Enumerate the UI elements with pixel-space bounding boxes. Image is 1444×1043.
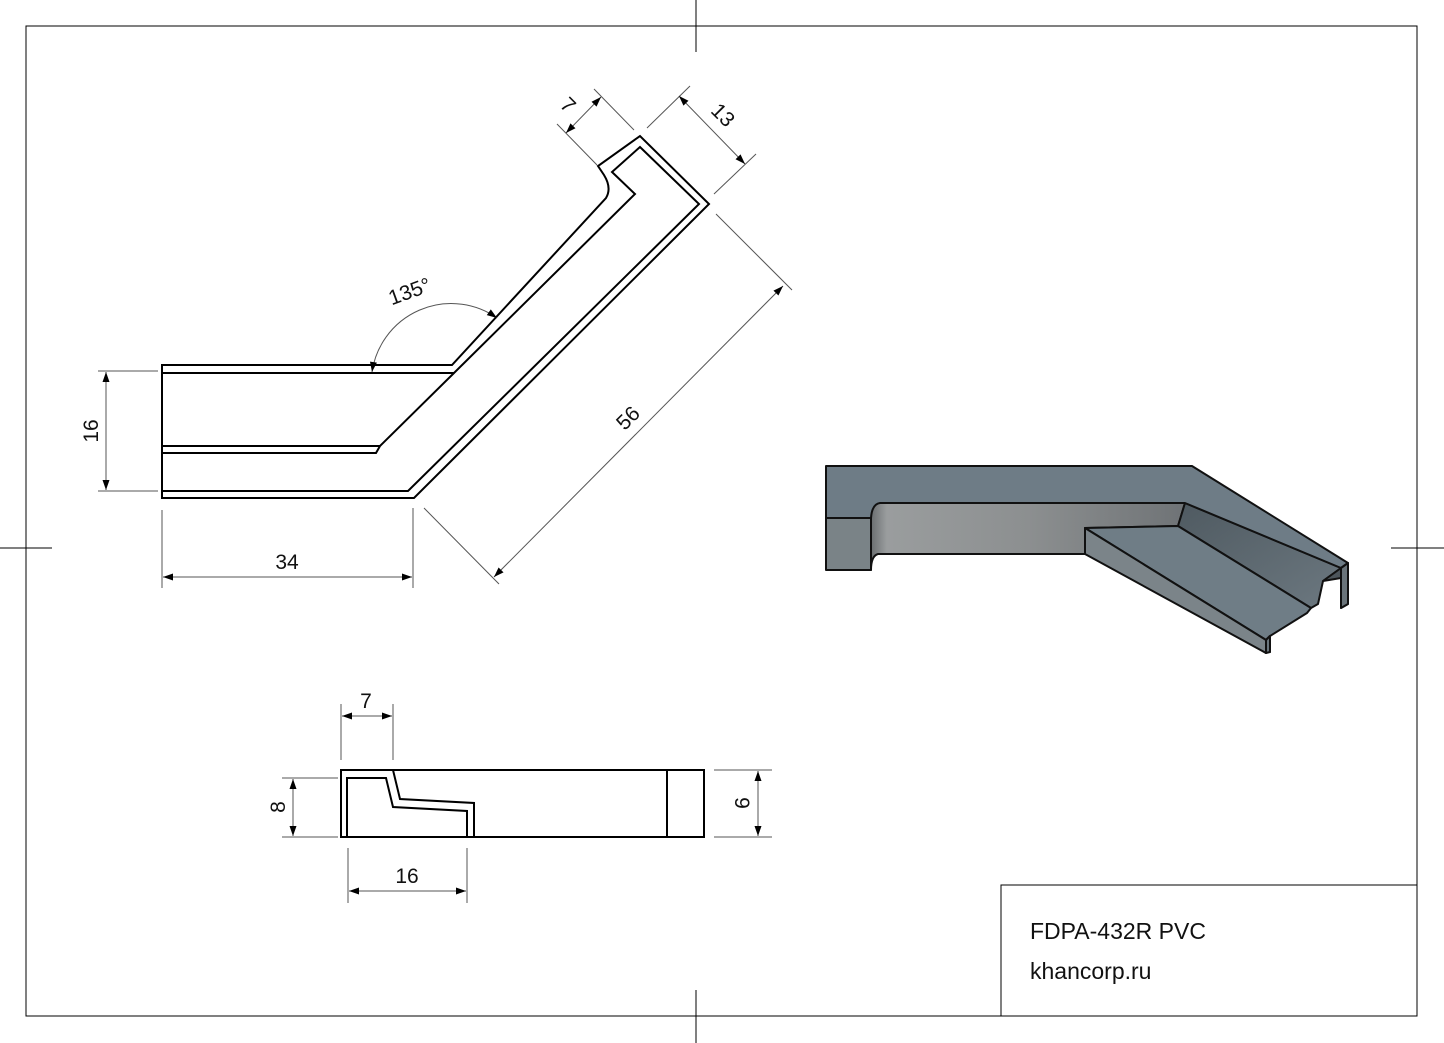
top-view-inner-contour: [162, 145, 701, 492]
side-dimension-inner-height-label: 8: [267, 801, 290, 813]
side-dimension-inner-height: 8: [267, 777, 338, 838]
dimension-height-label: 16: [80, 419, 103, 442]
side-dimension-channel-width-label: 16: [395, 865, 418, 888]
top-view-outer-contour: [161, 134, 711, 499]
side-dimension-lip-width-label: 7: [360, 690, 372, 713]
side-dimension-channel-width: 16: [347, 848, 468, 903]
side-dimension-total-height-label: 9: [730, 797, 753, 809]
dimension-end-width-label: 13: [706, 99, 739, 132]
dimension-lip-width-label: 7: [555, 93, 580, 118]
isometric-3d-model: [825, 465, 1349, 654]
dimension-straight-length-label: 34: [275, 551, 299, 574]
part-name: FDPA-432R PVC: [1030, 918, 1206, 944]
side-view-inner-profile: [346, 777, 468, 837]
model-right-end: [1340, 562, 1349, 609]
title-block: FDPA-432R PVC khancorp.ru: [1000, 884, 1418, 1017]
side-view: [340, 769, 705, 838]
dimension-lip-width: 7: [555, 88, 635, 166]
dimension-angled-length: 56: [423, 213, 793, 585]
side-view-outer-profile: [392, 769, 475, 837]
dimension-straight-length: 34: [161, 508, 414, 588]
side-view-outline: [340, 769, 705, 838]
dimension-end-width: 13: [646, 85, 757, 195]
top-view-rib: [162, 372, 455, 454]
dimension-angle: 135°: [369, 274, 498, 373]
dimension-angle-label: 135°: [385, 274, 434, 310]
side-dimension-total-height: 9: [714, 769, 772, 838]
model-end-face: [825, 517, 872, 571]
company-website: khancorp.ru: [1030, 958, 1151, 984]
sheet-border: [25, 25, 1418, 1017]
dimension-height: 16: [80, 370, 158, 492]
side-dimension-lip-width: 7: [340, 690, 394, 760]
model-lip-tip: [1265, 635, 1271, 654]
